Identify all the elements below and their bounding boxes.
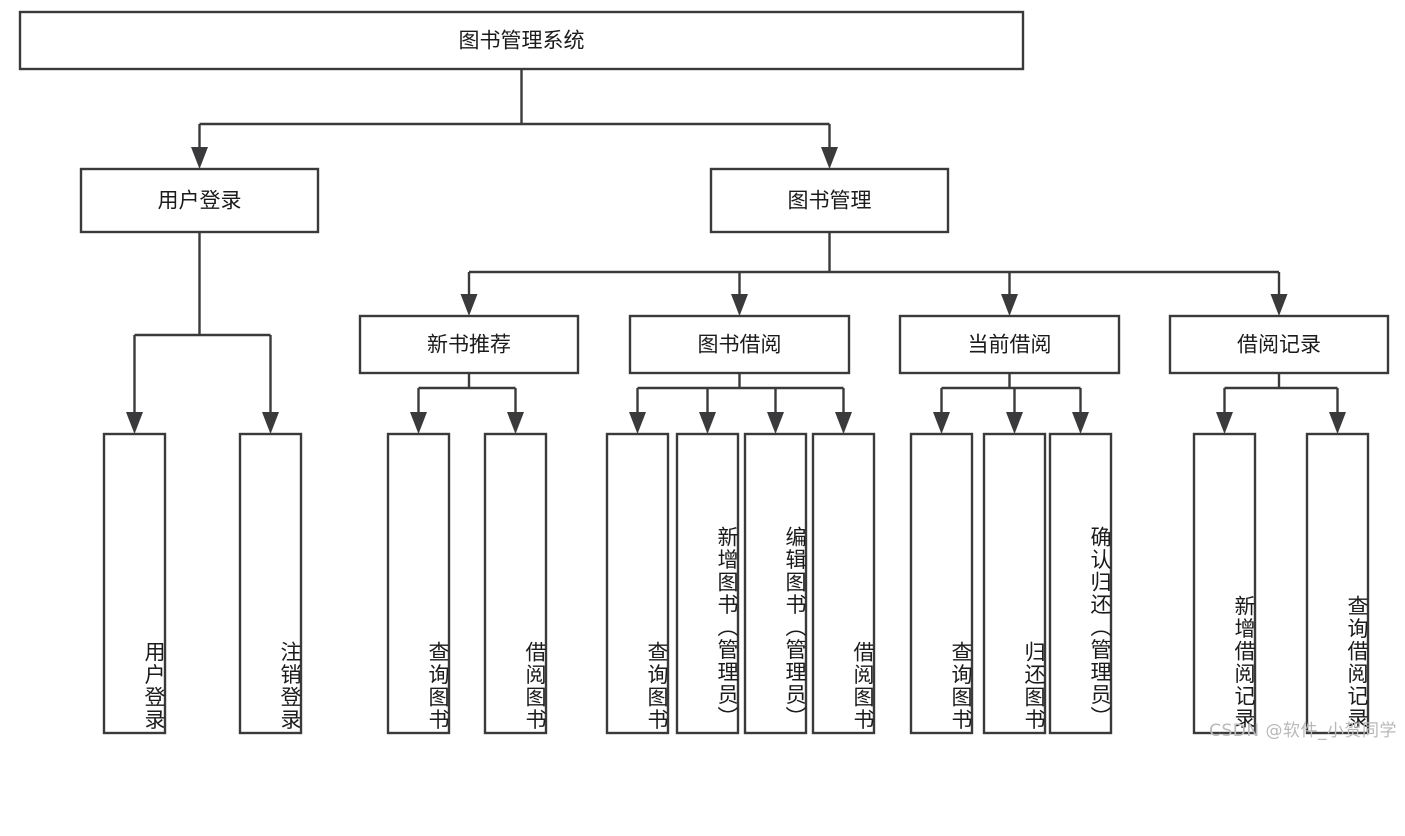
node-leaf-query-book-1[interactable] [386, 432, 451, 735]
node-box [675, 432, 740, 735]
connector-group-book-borrow [629, 373, 852, 434]
node-leaf-add-record[interactable] [1192, 432, 1257, 735]
diagram-canvas: 图书管理系统用户登录图书管理新书推荐图书借阅当前借阅借阅记录 用户登录注销登录查… [18, 10, 1397, 741]
watermark-text: CSDN @软件_小贺同学 [1209, 721, 1397, 741]
node-box [483, 432, 548, 735]
node-box [79, 167, 320, 234]
arrow-head-icon [410, 412, 427, 434]
node-box [18, 10, 1025, 71]
node-box [709, 167, 950, 234]
node-label: 图书管理系统 [459, 29, 585, 53]
connector-group-root [191, 69, 838, 169]
connector-group-borrow-record [1216, 373, 1346, 434]
node-box [238, 432, 303, 735]
node-box [102, 432, 167, 735]
arrow-head-icon [767, 412, 784, 434]
arrow-head-icon [1001, 294, 1018, 316]
node-label: 借阅记录 [1237, 333, 1321, 357]
node-label: 新书推荐 [427, 333, 511, 357]
node-book-borrow[interactable]: 图书借阅 [628, 314, 851, 375]
arrow-head-icon [191, 147, 208, 169]
node-leaf-borrow-book-2[interactable] [811, 432, 876, 735]
node-label: 图书借阅 [698, 333, 782, 357]
node-current-borrow[interactable]: 当前借阅 [898, 314, 1121, 375]
connector-group-user-login [126, 232, 279, 434]
node-box [1048, 432, 1113, 735]
node-leaf-user-logout[interactable] [238, 432, 303, 735]
node-leaf-edit-book[interactable] [743, 432, 808, 735]
arrow-head-icon [1072, 412, 1089, 434]
node-box [386, 432, 451, 735]
node-leaf-user-login[interactable] [102, 432, 167, 735]
node-box [982, 432, 1047, 735]
node-label: 用户登录 [158, 189, 242, 213]
node-box [1192, 432, 1257, 735]
arrow-head-icon [1216, 412, 1233, 434]
node-leaf-query-record[interactable] [1305, 432, 1370, 735]
node-box [743, 432, 808, 735]
node-box [898, 314, 1121, 375]
connector-group-current-borrow [933, 373, 1089, 434]
arrow-head-icon [1329, 412, 1346, 434]
arrow-head-icon [731, 294, 748, 316]
connector-layer [126, 69, 1346, 434]
node-leaf-borrow-book-1[interactable] [483, 432, 548, 735]
node-borrow-record[interactable]: 借阅记录 [1168, 314, 1390, 375]
arrow-head-icon [933, 412, 950, 434]
node-box [811, 432, 876, 735]
node-box [1168, 314, 1390, 375]
node-box [628, 314, 851, 375]
node-root[interactable]: 图书管理系统 [18, 10, 1025, 71]
node-book-manage[interactable]: 图书管理 [709, 167, 950, 234]
node-user-login[interactable]: 用户登录 [79, 167, 320, 234]
node-label: 图书管理 [788, 189, 872, 213]
node-new-book-rec[interactable]: 新书推荐 [358, 314, 580, 375]
node-box [358, 314, 580, 375]
connector-group-book-manage [460, 232, 1288, 316]
arrow-head-icon [126, 412, 143, 434]
arrow-head-icon [835, 412, 852, 434]
connector-group-new-book-rec [410, 373, 524, 434]
node-box [1305, 432, 1370, 735]
node-box [909, 432, 974, 735]
node-leaf-add-book[interactable] [675, 432, 740, 735]
node-leaf-confirm-return[interactable] [1048, 432, 1113, 735]
node-label: 当前借阅 [968, 333, 1052, 357]
arrow-head-icon [1006, 412, 1023, 434]
arrow-head-icon [460, 294, 478, 316]
arrow-head-icon [629, 412, 646, 434]
arrow-head-icon [1270, 294, 1288, 316]
arrow-head-icon [507, 412, 524, 434]
node-box [605, 432, 670, 735]
node-leaf-return-book[interactable] [982, 432, 1047, 735]
arrow-head-icon [262, 412, 279, 434]
node-leaf-query-book-3[interactable] [909, 432, 974, 735]
arrow-head-icon [821, 147, 838, 169]
arrow-head-icon [699, 412, 716, 434]
node-leaf-query-book-2[interactable] [605, 432, 670, 735]
